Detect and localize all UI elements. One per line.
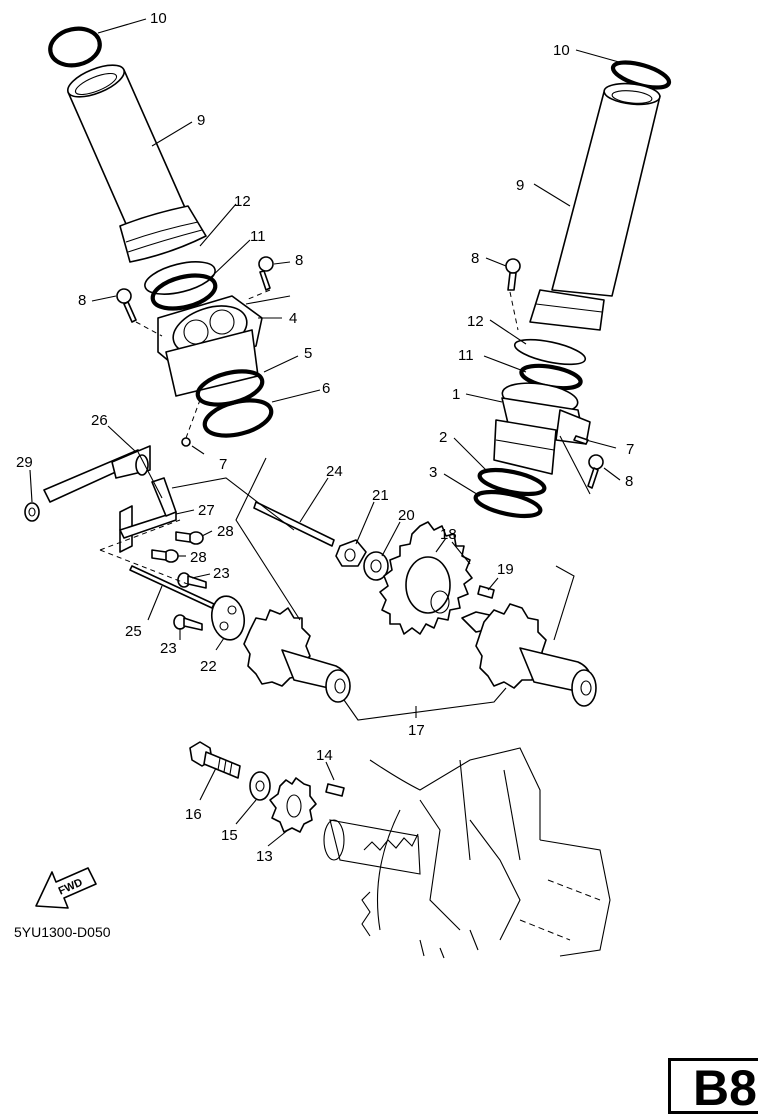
engine-background <box>323 747 611 959</box>
callout-19: 19 <box>497 561 514 578</box>
bolt-8-right-a <box>505 258 521 291</box>
drum-housing-1-right <box>493 382 591 475</box>
bolt-8-left-a <box>116 288 137 323</box>
callout-12-right: 12 <box>467 313 484 330</box>
callout-13: 13 <box>256 848 273 865</box>
callout-15: 15 <box>221 827 238 844</box>
bolt-16 <box>189 741 241 779</box>
callout-7-right: 7 <box>626 441 634 458</box>
callout-12-left: 12 <box>234 193 251 210</box>
callout-23-b: 23 <box>160 640 177 657</box>
drum-housing-4-left <box>157 295 263 397</box>
page-tag-box: B8 <box>668 1058 758 1116</box>
guide-tube-9-right <box>529 82 661 331</box>
callout-10-left: 10 <box>150 10 167 27</box>
callout-16: 16 <box>185 806 202 823</box>
callout-20: 20 <box>398 507 415 524</box>
o-ring-10-left <box>48 26 102 68</box>
o-ring-6-left <box>202 398 274 438</box>
callout-8-left-a: 8 <box>295 252 303 269</box>
callout-8-left-b: 8 <box>78 292 86 309</box>
callout-1: 1 <box>452 386 460 403</box>
nut-21 <box>335 539 367 567</box>
bolt-23-a <box>177 572 207 589</box>
bolt-8-right-b <box>587 454 604 489</box>
callout-8-right-b: 8 <box>625 473 633 490</box>
o-ring-2-right <box>477 467 547 497</box>
callout-27: 27 <box>198 502 215 519</box>
callout-28-a: 28 <box>217 523 234 540</box>
shift-shaft-parts <box>24 445 389 641</box>
callout-labels: 10 9 12 11 8 8 4 5 6 7 10 9 8 12 11 1 2 … <box>16 10 634 865</box>
bolt-23-b <box>173 614 203 631</box>
callout-5: 5 <box>304 345 312 362</box>
callout-6: 6 <box>322 380 330 397</box>
callout-10-right: 10 <box>553 42 570 59</box>
washer-15 <box>249 771 271 801</box>
callout-18: 18 <box>440 526 457 543</box>
callout-26: 26 <box>91 412 108 429</box>
o-ring-11-left <box>150 273 218 311</box>
callout-9-right: 9 <box>516 177 524 194</box>
callout-28-b: 28 <box>190 549 207 566</box>
gasket-12-right <box>513 338 587 366</box>
bolt-28-a <box>175 531 204 545</box>
left-shift-drum-assembly <box>48 26 274 447</box>
o-ring-3-right <box>473 489 543 519</box>
callout-11-right: 11 <box>458 347 474 364</box>
fwd-arrow-icon: FWD <box>35 867 97 909</box>
segment-plate-22 <box>210 595 246 641</box>
callout-4: 4 <box>289 310 297 327</box>
callout-14: 14 <box>316 747 333 764</box>
callout-2: 2 <box>439 429 447 446</box>
callout-3: 3 <box>429 464 437 481</box>
callout-11-left: 11 <box>250 228 266 245</box>
guide-tube-9-left <box>67 64 207 263</box>
callout-23-a: 23 <box>213 565 230 582</box>
callout-29: 29 <box>16 454 33 471</box>
callout-17: 17 <box>408 722 425 739</box>
callout-22: 22 <box>200 658 217 675</box>
callout-25: 25 <box>125 623 142 640</box>
callout-24: 24 <box>326 463 343 480</box>
callout-7-left: 7 <box>219 456 227 473</box>
leader-lines <box>29 18 627 847</box>
guide-bar-24 <box>253 501 335 547</box>
gear-13 <box>269 777 317 833</box>
pin-7-right <box>573 435 589 445</box>
bolt-28-b <box>151 549 179 563</box>
washer-29 <box>24 502 40 522</box>
callout-9-left: 9 <box>197 112 205 129</box>
right-shift-drum-assembly <box>473 60 672 519</box>
callout-21: 21 <box>372 487 389 504</box>
key-14 <box>325 783 345 797</box>
dowel-pin-19 <box>477 585 495 599</box>
diagram-code: 5YU1300-D050 <box>14 924 111 940</box>
camshaft-17-left <box>243 607 351 703</box>
page-tag: B8 <box>693 1060 757 1116</box>
washer-20 <box>363 551 389 581</box>
callout-8-right-a: 8 <box>471 250 479 267</box>
camshaft-17-right <box>461 603 597 707</box>
pin-7-left <box>181 437 191 447</box>
bolt-8-left-b <box>258 256 274 291</box>
gear-18 <box>379 521 473 635</box>
